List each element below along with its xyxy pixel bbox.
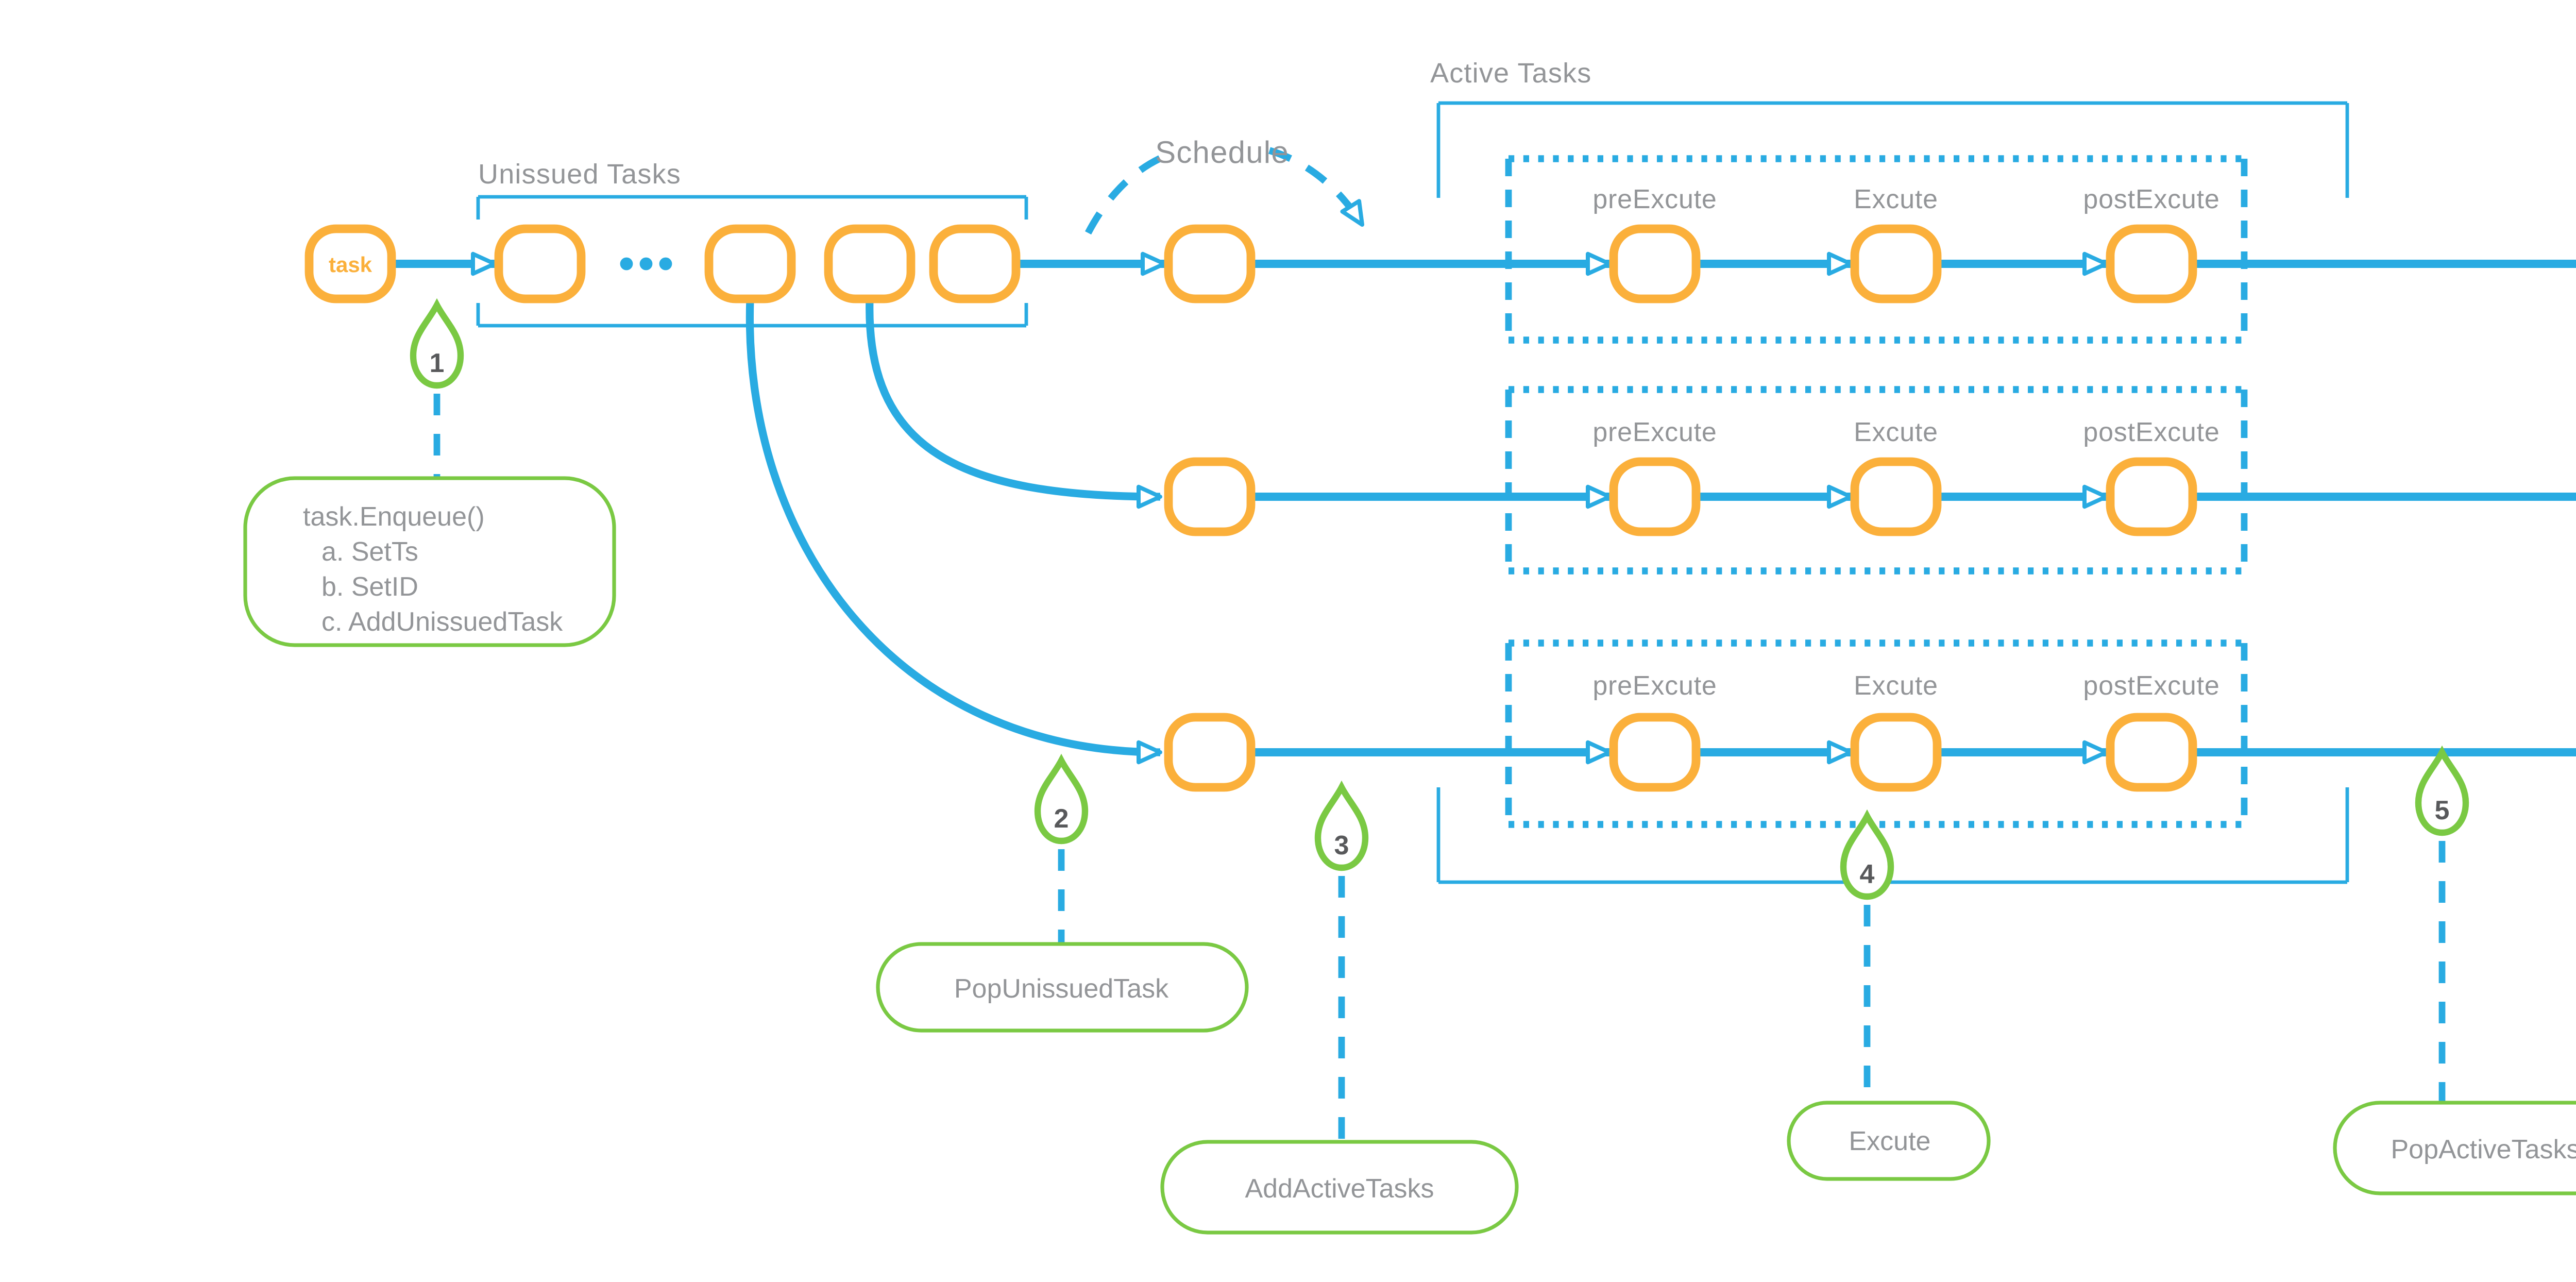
callout-enqueue-line-3: b. SetID <box>321 572 418 602</box>
exec-node-row2 <box>1850 457 1942 536</box>
pre-node-row2 <box>1609 457 1701 536</box>
marker-1-group: 1 task.Enqueue() a. SetTs b. SetID c. Ad… <box>243 298 616 647</box>
stage-labels: preExcute Excute postExcute preExcute Ex… <box>1592 184 2219 701</box>
marker-1-number: 1 <box>430 348 445 378</box>
ellipsis-dots <box>620 257 672 271</box>
pre-node-row1 <box>1609 224 1701 303</box>
stage-label-pre-row2: preExcute <box>1592 417 1717 447</box>
curve-queue-to-row3 <box>745 298 1162 765</box>
task-node-label: task <box>329 252 372 277</box>
stage-label-pre-row3: preExcute <box>1592 671 1717 701</box>
callout-pop-unissued-label: PopUnissuedTask <box>954 974 1169 1004</box>
marker-5-group: 5 PopActiveTasks <box>2333 745 2576 1195</box>
schedule-node-row1 <box>1164 224 1256 303</box>
exec-node-row3 <box>1850 713 1942 792</box>
marker-4-pin <box>1840 809 1894 900</box>
connectors: Schedule <box>392 135 2576 765</box>
unissued-node-4 <box>929 224 1021 303</box>
marker-3-group: 3 AddActiveTasks <box>1160 780 1519 1235</box>
marker-5-pin <box>2415 745 2469 836</box>
nodes: task <box>304 224 2197 792</box>
pipeline-box-row2 <box>1505 386 2248 575</box>
stage-label-post-row1: postExcute <box>2083 184 2219 214</box>
callout-enqueue-box <box>243 476 616 647</box>
active-tasks-label: Active Tasks <box>1430 58 1592 89</box>
callout-excute-label: Excute <box>1849 1126 1931 1156</box>
marker-2-group: 2 PopUnissuedTask <box>876 753 1249 1033</box>
marker-5-number: 5 <box>2435 796 2450 825</box>
schedule-arc-left <box>1084 149 1176 235</box>
marker-4-group: 4 Excute <box>1787 809 1991 1181</box>
marker-2-pin <box>1034 753 1089 845</box>
task-node <box>304 224 396 303</box>
schedule-arc-right <box>1268 147 1365 227</box>
callout-enqueue-line-2: a. SetTs <box>321 537 418 567</box>
unissued-node-3 <box>824 224 916 303</box>
stage-label-exec-row1: Excute <box>1854 184 1938 214</box>
post-node-row2 <box>2106 457 2197 536</box>
schedule-node-row3 <box>1164 713 1256 792</box>
callout-add-active-box <box>1160 1140 1519 1235</box>
unissued-node-1 <box>494 224 586 303</box>
schedule-label: Schedule <box>1155 135 1289 170</box>
callout-pop-active-box <box>2333 1101 2576 1195</box>
active-tasks-group: Active Tasks <box>1430 58 2349 884</box>
stage-label-exec-row3: Excute <box>1854 671 1938 701</box>
unissued-node-2 <box>704 224 796 303</box>
pipeline-box-row1 <box>1505 155 2248 344</box>
marker-3-number: 3 <box>1334 831 1349 861</box>
schedule-node-row2 <box>1164 457 1256 536</box>
post-node-row1 <box>2106 224 2197 303</box>
exec-node-row1 <box>1850 224 1942 303</box>
stage-label-post-row3: postExcute <box>2083 671 2219 701</box>
stage-label-pre-row1: preExcute <box>1592 184 1717 214</box>
callout-pop-unissued-box <box>876 942 1249 1033</box>
unissued-tasks-label: Unissued Tasks <box>478 159 681 190</box>
callout-pop-active-label: PopActiveTasks <box>2391 1135 2576 1165</box>
stage-label-post-row2: postExcute <box>2083 417 2219 447</box>
ellipsis-dot-2 <box>639 257 653 271</box>
marker-1-pin <box>410 298 464 389</box>
callout-excute-box <box>1787 1101 1991 1181</box>
callout-enqueue-line-1: task.Enqueue() <box>303 502 485 532</box>
ellipsis-dot-1 <box>620 257 633 271</box>
curve-queue-to-row2 <box>866 298 1162 509</box>
stage-label-exec-row2: Excute <box>1854 417 1938 447</box>
marker-2-number: 2 <box>1054 804 1069 834</box>
marker-4-number: 4 <box>1860 859 1875 889</box>
pre-node-row3 <box>1609 713 1701 792</box>
callout-enqueue-line-4: c. AddUnissuedTask <box>321 607 563 637</box>
marker-3-pin <box>1314 780 1369 871</box>
pipeline-box-row3 <box>1505 639 2248 828</box>
callout-add-active-label: AddActiveTasks <box>1245 1174 1434 1204</box>
post-node-row3 <box>2106 713 2197 792</box>
ellipsis-dot-3 <box>659 257 672 271</box>
